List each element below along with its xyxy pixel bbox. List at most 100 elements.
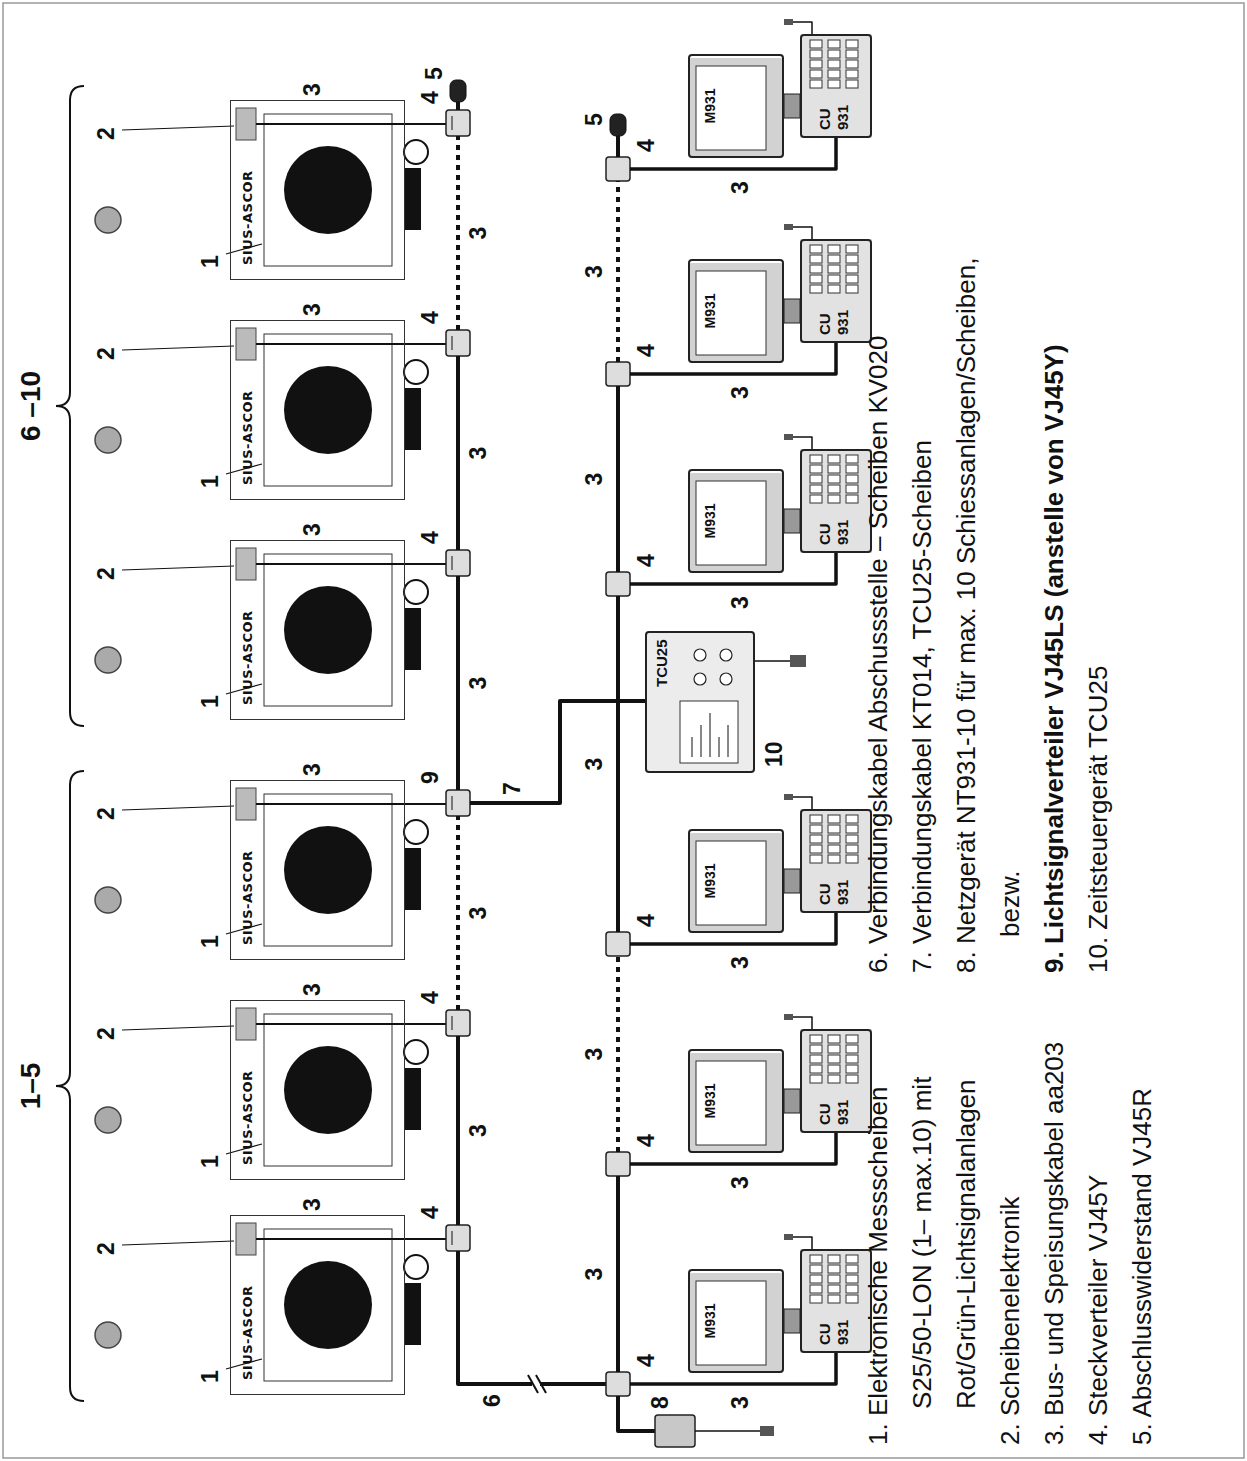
keypad-key (828, 80, 840, 88)
callout-number: 3 (728, 1176, 752, 1189)
keypad-key (846, 1275, 858, 1283)
keypad-key (846, 50, 858, 58)
target-stand (405, 168, 421, 230)
callout-number: 5 (582, 113, 606, 126)
keypad-key (846, 245, 858, 253)
target-box: SIUS-ASCOR (230, 1215, 405, 1395)
short-cable (256, 1023, 446, 1025)
callout-number: 3 (582, 758, 606, 771)
power-cord (755, 660, 790, 662)
keypad-key (810, 475, 822, 483)
keypad-key (828, 1285, 840, 1293)
device-name: CU 931 (816, 295, 852, 335)
target-electronics (236, 1008, 256, 1040)
distributor-detail (452, 336, 453, 350)
callout-number: 3 (582, 1048, 606, 1061)
keypad-key (810, 1065, 822, 1073)
control-unit-box: CU 931 (800, 34, 872, 138)
plug-distributor (606, 1372, 630, 1396)
keypad-key (828, 1065, 840, 1073)
keypad-key (828, 495, 840, 503)
legend-item: 2. Scheibenelektronik (988, 993, 1032, 1445)
device-name: M931 (702, 1271, 718, 1371)
break-mark (536, 1375, 546, 1393)
callout-number: 4 (634, 914, 658, 927)
target-face (230, 100, 405, 280)
tcu-body (645, 631, 755, 773)
tcu-button (720, 649, 732, 661)
signal-cable (470, 701, 645, 803)
group-label: 1–5 (16, 1063, 46, 1110)
keypad-key (810, 845, 822, 853)
keypad-key (828, 285, 840, 293)
keypad-key (846, 465, 858, 473)
legend-column: 1. Elektronische Messscheiben S25/50-LON… (856, 993, 1164, 1445)
display-line (701, 725, 702, 757)
stand-light (404, 1255, 428, 1279)
callout-number: 3 (728, 1396, 752, 1409)
keypad-key (846, 40, 858, 48)
callout-number: 3 (300, 523, 324, 536)
keypad-key (846, 1295, 858, 1303)
plug-distributor (606, 362, 630, 386)
keypad-key (846, 70, 858, 78)
target-box: SIUS-ASCOR (230, 100, 405, 280)
control-unit-box: CU 931 (800, 449, 872, 553)
tcu-button (694, 673, 706, 685)
device-name: M931 (702, 1051, 718, 1151)
callout-number: 3 (466, 677, 490, 690)
callout-number: 4 (634, 1134, 658, 1147)
keypad-key (828, 455, 840, 463)
plug-distributor (606, 572, 630, 596)
keypad-key (810, 485, 822, 493)
target-bullseye (284, 1261, 372, 1349)
stand-light (404, 820, 428, 844)
keypad-key (828, 255, 840, 263)
keypad-key (828, 265, 840, 273)
keypad-key (810, 1045, 822, 1053)
callout-number: 4 (634, 344, 658, 357)
target-bullseye (284, 586, 372, 674)
keypad-key (810, 1265, 822, 1273)
power-plug (784, 434, 793, 440)
bus-cable (456, 576, 460, 790)
keypad-key (828, 1055, 840, 1063)
stand-light (404, 1040, 428, 1064)
target-box: SIUS-ASCOR (230, 780, 405, 960)
keypad-key (828, 1035, 840, 1043)
callout-number: 2 (94, 807, 118, 820)
stand-light (404, 140, 428, 164)
control-unit-box: CU 931 (800, 809, 872, 913)
bus-cable (456, 102, 460, 110)
power-cord (792, 1237, 812, 1249)
signal-lamp (95, 647, 121, 673)
power-plug (784, 19, 793, 25)
distributor-detail (452, 1016, 453, 1030)
keypad-key (810, 1295, 822, 1303)
callout-number: 9 (418, 771, 442, 784)
power-plug (784, 224, 793, 230)
monitor-box: M931 (688, 259, 784, 363)
keypad-key (828, 70, 840, 78)
callout-number: 3 (300, 763, 324, 776)
keypad-key (810, 275, 822, 283)
target-stand (405, 848, 421, 910)
callout-number: 4 (634, 554, 658, 567)
power-cord (792, 797, 812, 809)
leader-line (122, 806, 234, 810)
distributor-detail (452, 796, 453, 810)
terminator (450, 80, 466, 102)
target-stand (405, 1068, 421, 1130)
keypad-key (846, 275, 858, 283)
target-face (230, 1215, 405, 1395)
target-bullseye (284, 146, 372, 234)
monitor-stand (784, 299, 800, 323)
keypad-key (810, 815, 822, 823)
keypad-key (828, 485, 840, 493)
monitor-stand (784, 1089, 800, 1113)
power-plug (790, 655, 806, 667)
stand-light (404, 360, 428, 384)
distributor-detail (452, 1231, 453, 1245)
keypad-key (810, 80, 822, 88)
callout-number: 3 (582, 265, 606, 278)
